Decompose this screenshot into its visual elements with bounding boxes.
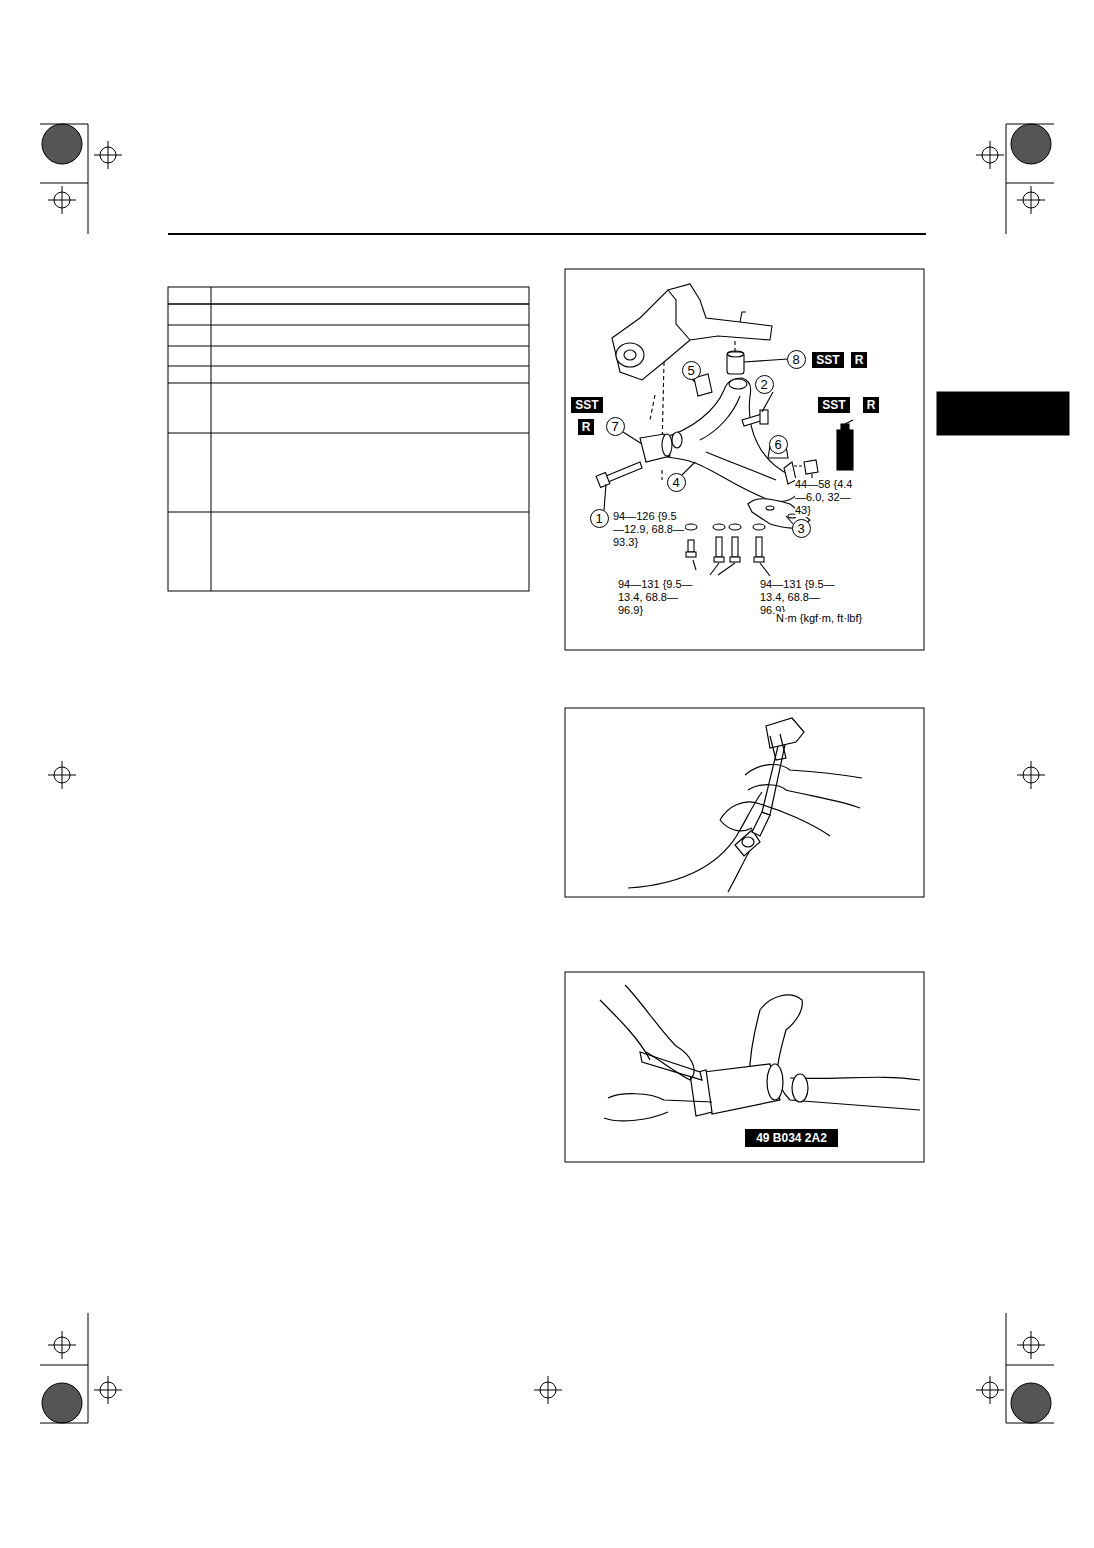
- parts-table: [168, 287, 529, 591]
- figure-frame: [565, 708, 924, 897]
- badge-text: SST: [816, 353, 839, 367]
- torque-spec: 94—126 {9.5—12.9, 68.8—93.3}: [613, 510, 685, 549]
- callout-text: 7: [611, 419, 618, 434]
- callout-number: 1: [590, 509, 609, 528]
- badge-text: R: [855, 353, 864, 367]
- callout-number: 3: [792, 519, 811, 538]
- registration-mark: [62, 761, 63, 789]
- registration-mark: [108, 141, 109, 169]
- torque-spec: 44—58 {4.4—6.0, 32—43}: [795, 478, 857, 517]
- callout-text: 8: [792, 352, 799, 367]
- torque-spec: 94—131 {9.5—13.4, 68.8—96.9}: [618, 578, 698, 617]
- lower-arm-exploded-view: [596, 284, 853, 576]
- callout-text: 6: [774, 437, 781, 452]
- callout-number: 4: [667, 473, 686, 492]
- tool-badge: SST: [571, 397, 603, 413]
- registration-mark: [62, 1331, 63, 1359]
- tool-badge: R: [863, 397, 879, 413]
- callout-number: 5: [682, 361, 701, 380]
- hammer-illustration: [628, 718, 862, 892]
- figure-frame: [565, 972, 924, 1162]
- tool-badge: 49 B034 2A2: [745, 1129, 838, 1147]
- badge-text: R: [867, 398, 876, 412]
- crop-marks: [40, 124, 1054, 1423]
- callout-text: 3: [797, 521, 804, 536]
- callout-number: 6: [769, 435, 788, 454]
- callout-number: 8: [787, 350, 806, 369]
- badge-text: SST: [822, 398, 845, 412]
- tool-badge: R: [578, 419, 594, 435]
- figure-frame: [565, 269, 924, 650]
- registration-mark: [1031, 186, 1032, 214]
- unit-note: N·m {kgf·m, ft·lbf}: [776, 612, 862, 625]
- header-rule: [168, 233, 926, 235]
- registration-mark: [990, 1376, 991, 1404]
- callout-number: 7: [606, 417, 625, 436]
- badge-text: SST: [575, 398, 598, 412]
- registration-mark: [990, 141, 991, 169]
- section-tab: [937, 392, 1069, 435]
- tool-badge: SST: [812, 352, 844, 368]
- callout-text: 2: [760, 377, 767, 392]
- sst-press-illustration: [600, 985, 920, 1121]
- tool-badge: SST: [818, 397, 850, 413]
- tool-badge: R: [851, 352, 867, 368]
- callout-number: 2: [755, 375, 774, 394]
- badge-text: 49 B034 2A2: [756, 1131, 827, 1145]
- callout-text: 4: [672, 475, 679, 490]
- badge-text: R: [582, 420, 591, 434]
- registration-mark: [108, 1376, 109, 1404]
- registration-mark: [62, 186, 63, 214]
- registration-mark: [548, 1376, 549, 1404]
- registration-mark: [1031, 1331, 1032, 1359]
- registration-mark: [1031, 761, 1032, 789]
- callout-text: 5: [687, 363, 694, 378]
- callout-text: 1: [595, 511, 602, 526]
